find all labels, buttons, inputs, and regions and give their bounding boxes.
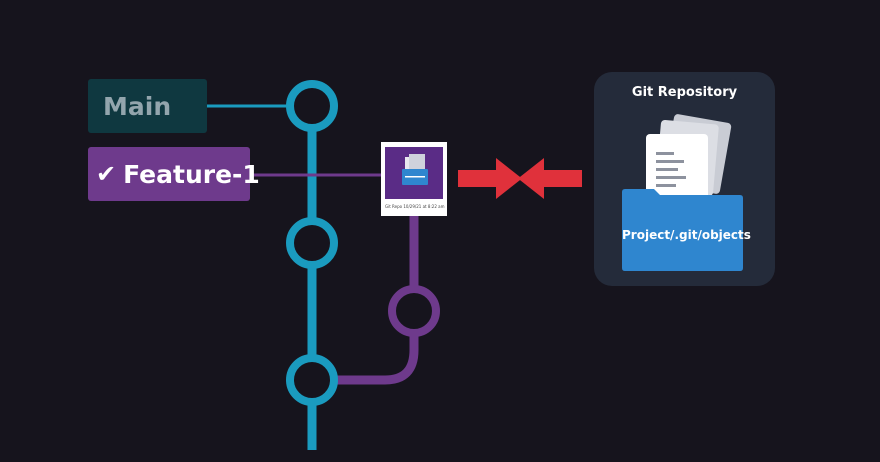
- feature-commit: [388, 285, 440, 337]
- git-repository-panel: Git Repository Project/.git/objects: [594, 72, 775, 286]
- main-commit-middle: [286, 217, 338, 269]
- mini-repository-icon: [402, 154, 428, 185]
- snapshot-caption: Git Repo 10/29/21 at 8:22 am: [385, 204, 445, 209]
- feature-branch-label: ✔ Feature-1: [88, 147, 260, 201]
- feature-branch-label-text: Feature-1: [123, 159, 260, 189]
- objects-folder-label: Project/.git/objects: [622, 228, 751, 242]
- repo-snapshot-thumbnail: Git Repo 10/29/21 at 8:22 am: [381, 142, 447, 216]
- repository-title: Git Repository: [631, 85, 738, 100]
- main-branch-label: Main: [88, 79, 207, 133]
- folder-with-documents-icon: [622, 114, 743, 271]
- main-branch-label-text: Main: [103, 91, 172, 121]
- arrow-left-icon: [518, 158, 582, 199]
- main-commit-bottom: [286, 354, 338, 406]
- main-commit-top: [286, 80, 338, 132]
- check-icon: ✔: [96, 160, 117, 188]
- snapshot-image: [385, 147, 443, 199]
- feature-branch-line: [336, 216, 419, 385]
- arrow-right-icon: [458, 158, 522, 199]
